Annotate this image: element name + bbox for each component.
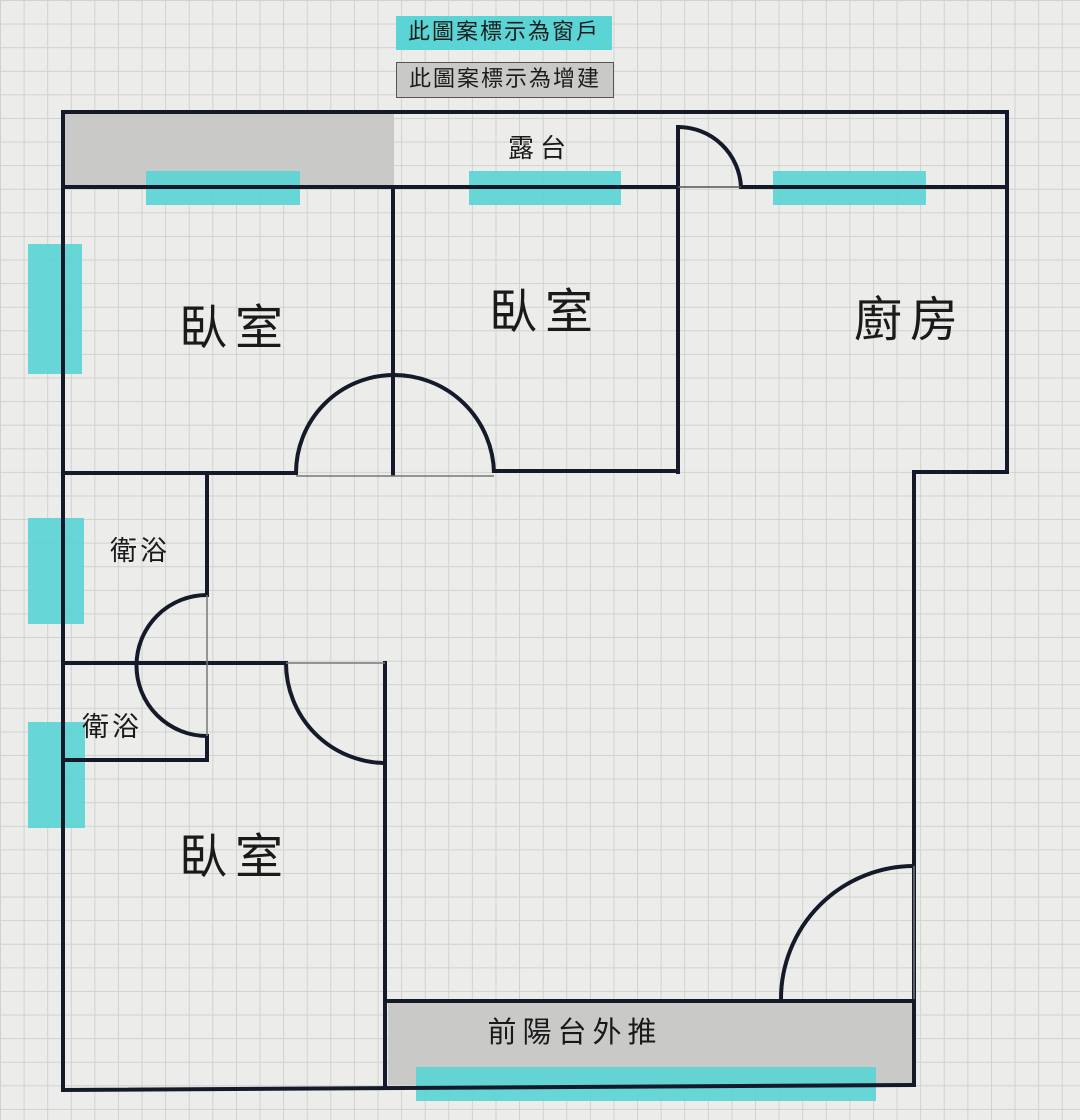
room-label-bathroom-upper: 衛浴: [110, 536, 170, 567]
room-label-terrace: 露台: [508, 134, 572, 164]
legend-window-swatch: 此圖案標示為窗戶: [396, 16, 613, 50]
window-left-2: [28, 518, 84, 624]
door-bathroom: [134, 593, 208, 738]
legend-addition-swatch: 此圖案標示為增建: [396, 62, 615, 98]
windows: [28, 171, 926, 1101]
room-label-kitchen: 廚房: [854, 292, 966, 348]
walls: [60, 110, 1009, 1093]
door-terrace: [677, 124, 743, 188]
door-bedroom-bottom: [284, 662, 386, 765]
door-bedroom-mid: [392, 372, 496, 474]
room-label-bedroom-top-left: 臥室: [179, 300, 291, 356]
room-label-bedroom-bottom: 臥室: [179, 829, 291, 885]
doors: [134, 124, 915, 1000]
room-label-bedroom-top-mid: 臥室: [489, 284, 601, 340]
window-left-1: [28, 244, 82, 374]
door-entrance: [779, 864, 915, 1000]
window-left-3: [28, 722, 85, 828]
door-bedroom-left: [294, 373, 394, 474]
room-label-bathroom-lower: 衛浴: [82, 712, 142, 743]
room-label-front-balcony: 前陽台外推: [487, 1015, 662, 1049]
